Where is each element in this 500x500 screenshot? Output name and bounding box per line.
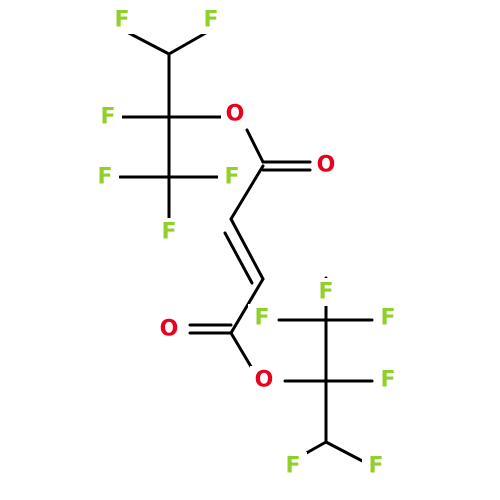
atoms: F F F O F F O F F F O F O F F F bbox=[97, 8, 395, 479]
bond bbox=[229, 277, 265, 335]
atom-fluorine: F bbox=[368, 454, 383, 479]
atom-oxygen: O bbox=[226, 102, 245, 127]
atom-fluorine: F bbox=[380, 306, 395, 331]
bonds bbox=[118, 28, 374, 467]
bond bbox=[229, 217, 265, 281]
atom-oxygen: O bbox=[317, 153, 336, 178]
bond bbox=[229, 164, 265, 221]
atom-fluorine: F bbox=[114, 8, 129, 33]
bond bbox=[229, 331, 255, 372]
atom-fluorine: F bbox=[203, 8, 218, 33]
atom-fluorine: F bbox=[224, 165, 239, 190]
atom-fluorine: F bbox=[380, 368, 395, 393]
atom-fluorine: F bbox=[100, 105, 115, 130]
atom-fluorine: F bbox=[318, 280, 333, 305]
atom-fluorine: F bbox=[97, 165, 112, 190]
atom-backgrounds bbox=[91, 6, 402, 480]
bond bbox=[223, 231, 254, 285]
atom-fluorine: F bbox=[285, 454, 300, 479]
bond bbox=[245, 128, 265, 164]
atom-oxygen: O bbox=[255, 368, 274, 393]
atom-oxygen: O bbox=[160, 317, 179, 342]
atom-fluorine: F bbox=[161, 220, 176, 245]
atom-fluorine: F bbox=[254, 306, 269, 331]
